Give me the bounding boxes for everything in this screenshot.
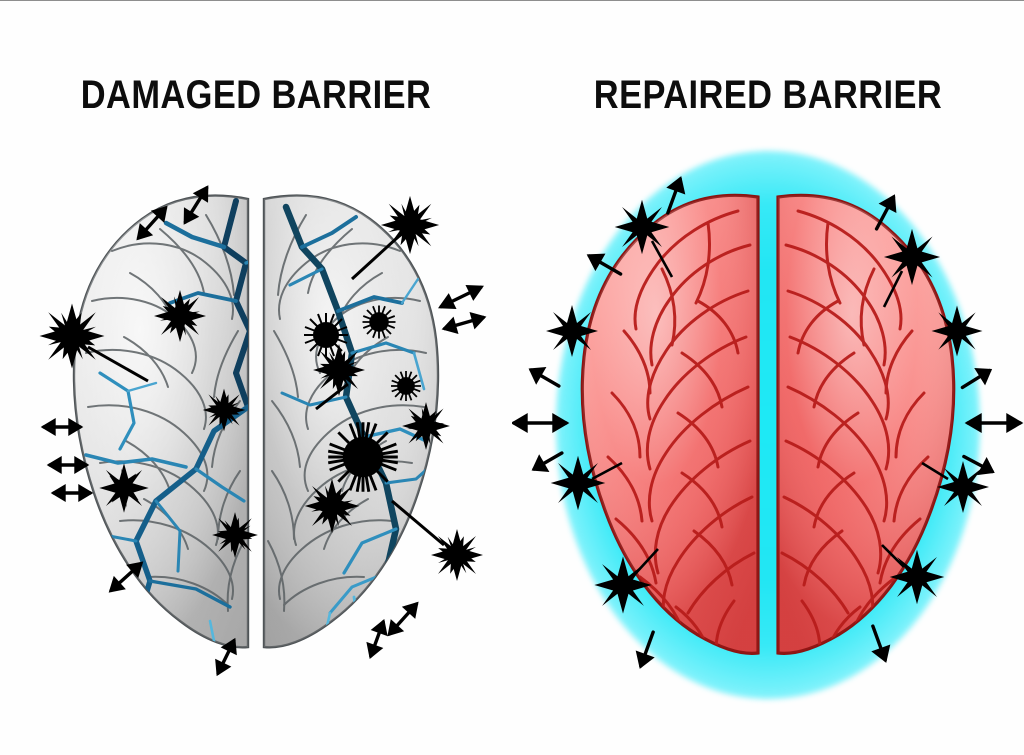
burst-marker: [937, 461, 989, 513]
repaired-brain-hemispheres: [580, 193, 956, 655]
damaged-brain-hemispheres: [72, 194, 440, 649]
leak-arrow: [441, 312, 487, 334]
leak-arrow: [46, 455, 90, 475]
transport-arrow-single: [871, 624, 891, 663]
burst-marker: [391, 371, 421, 401]
damaged-brain-cracks: [84, 198, 436, 648]
repaired-brain-bursts: [546, 199, 989, 614]
leak-arrow: [136, 205, 168, 241]
crack-line: [288, 267, 324, 287]
crack-line: [194, 467, 246, 503]
crack-line: [352, 595, 362, 643]
burst-marker: [614, 199, 670, 255]
leak-arrow: [183, 185, 209, 225]
transport-arrow-single: [962, 454, 995, 476]
burst-marker: [431, 529, 483, 581]
burst-marker: [931, 305, 983, 357]
crack-line: [336, 295, 404, 313]
burst-marker: [99, 463, 149, 513]
burst-marker: [154, 290, 206, 342]
crack-line: [84, 453, 188, 469]
transport-arrow-double: [512, 413, 570, 433]
transport-arrow-single: [960, 368, 993, 390]
transport-arrow-single: [874, 194, 897, 231]
repaired-brain-arrows: [512, 176, 1024, 669]
burst-marker: [212, 512, 258, 558]
panel-damaged-barrier: DAMAGED BARRIER: [0, 1, 512, 755]
repaired-brain-stage: [512, 1, 1024, 755]
burst-marker: [550, 455, 606, 511]
transport-arrow-single: [635, 630, 655, 669]
burst-marker: [362, 305, 396, 339]
damaged-brain-stage: [0, 1, 512, 755]
transport-arrow-single: [586, 253, 623, 276]
crack-line: [126, 381, 158, 393]
burst-marker: [202, 388, 246, 432]
repaired-right-hemisphere-sheen: [778, 195, 954, 654]
burst-marker: [313, 344, 365, 396]
crack-line: [342, 527, 398, 575]
burst-connectors: [87, 235, 445, 547]
crack-line: [350, 341, 416, 355]
crack-line: [412, 351, 426, 391]
burst-marker: [304, 478, 360, 534]
panel-title-repaired: REPAIRED BARRIER: [593, 73, 943, 117]
leak-arrow: [215, 637, 237, 677]
panel-title-damaged: DAMAGED BARRIER: [80, 73, 432, 117]
crack-line: [154, 499, 182, 573]
transport-arrow-single: [528, 366, 561, 388]
damaged-brain-bursts: [39, 195, 483, 581]
crack-line: [400, 277, 420, 305]
burst-marker: [304, 313, 348, 357]
leak-arrow: [50, 483, 94, 503]
burst-marker: [327, 421, 399, 493]
panel-repaired-barrier: REPAIRED BARRIER: [512, 1, 1024, 755]
leak-arrow: [438, 284, 484, 310]
burst-marker: [402, 402, 450, 450]
repaired-left-hemisphere-sheen: [582, 195, 758, 654]
crack-line: [328, 571, 388, 615]
damaged-left-hemisphere-sheen: [74, 195, 248, 648]
damaged-brain-arrows: [40, 185, 487, 677]
crack-line: [148, 579, 232, 609]
crack-line: [98, 371, 136, 451]
burst-marker: [546, 305, 598, 357]
repaired-brain-illustration: [512, 176, 1024, 669]
burst-marker: [39, 303, 105, 369]
leak-arrow: [40, 417, 84, 437]
burst-marker: [889, 549, 945, 605]
transport-arrow-single: [531, 451, 564, 473]
crack-line: [300, 215, 358, 249]
transport-arrow-double: [964, 413, 1024, 433]
leak-arrow: [108, 561, 144, 593]
crack-line: [280, 391, 348, 407]
burst-marker: [883, 228, 941, 286]
leak-arrow: [387, 601, 419, 637]
crack-line: [163, 220, 227, 250]
damaged-brain-illustration: [39, 185, 487, 677]
transport-arrow-single: [666, 176, 686, 215]
leak-arrow: [366, 618, 388, 660]
burst-connectors: [591, 240, 949, 574]
crack-line: [176, 621, 188, 648]
